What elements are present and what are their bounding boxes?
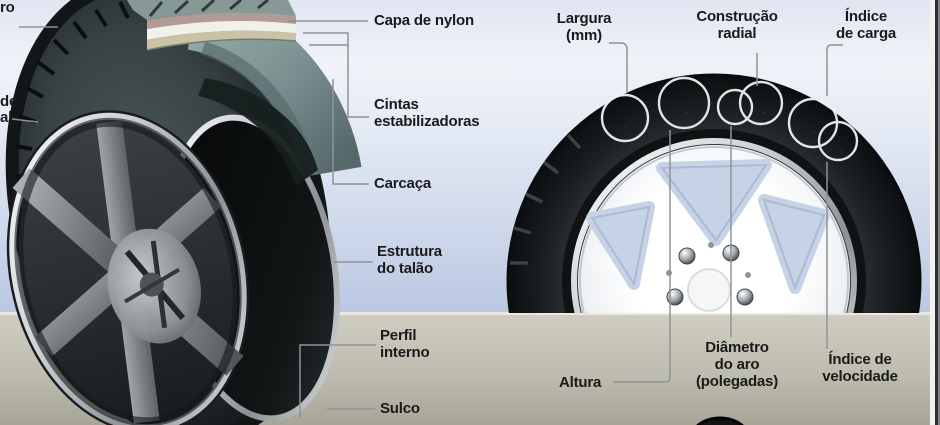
label-perfil-line2: interno — [380, 344, 430, 361]
leader-carcaca — [332, 79, 369, 185]
center-bore — [687, 268, 731, 312]
ring-altura — [657, 76, 711, 130]
under-tread-shadow — [198, 78, 318, 186]
marking-radial: R — [736, 116, 737, 118]
label-largura-line1: Largura — [556, 10, 612, 27]
tread-groove-ticks — [14, 1, 130, 178]
ring-radial — [716, 88, 754, 126]
label-cintas-line2: estabilizadoras — [374, 113, 480, 130]
label-carcaca: Carcaça — [374, 175, 431, 192]
label-construcao-radial: Construção radial — [696, 8, 778, 42]
wheel-gap-shadow — [562, 129, 866, 313]
label-sulco: Sulco — [380, 400, 420, 417]
marking-speed: H — [840, 150, 842, 152]
wheel-chrome-lip — [571, 138, 857, 313]
edge-fragment-mid: de al — [0, 94, 17, 126]
layer-white-belt — [147, 20, 296, 40]
label-largura-line2: (mm) — [566, 27, 602, 44]
ring-aro — [738, 80, 784, 126]
leader-lines — [11, 20, 843, 418]
tread-ticks — [510, 133, 582, 265]
cross-section-layers — [146, 12, 297, 51]
tread-top-surface — [127, 0, 296, 20]
edge-fragment-mid-line2: al — [0, 109, 13, 126]
leader-perfil-interno — [299, 344, 376, 418]
label-estrutura-line1: Estrutura — [377, 243, 442, 260]
label-altura: Altura — [559, 374, 602, 391]
alloy-wheel — [6, 110, 250, 425]
leader-altura — [613, 130, 671, 383]
label-cintas-line1: Cintas — [374, 96, 419, 113]
edge-fragment-mid-line1: de — [0, 93, 18, 110]
band-divider-line — [0, 312, 940, 315]
label-indice-velocidade: Índice de velocidade — [822, 351, 898, 385]
label-indice-velocidade-line1: Índice de — [828, 351, 892, 368]
front-view-tire: 5/ 215 / 55 R — [506, 73, 922, 313]
edge-fragment-top: ro — [0, 0, 15, 16]
ring-velocidade — [817, 120, 859, 162]
annotation-rings — [600, 76, 859, 162]
leader-parede-fragment — [11, 118, 39, 123]
layer-nylon-cap — [147, 12, 296, 29]
leader-cintas — [303, 32, 369, 118]
right-edge-border — [930, 0, 940, 425]
label-construcao-line2: radial — [717, 25, 757, 42]
label-diametro-line2: do aro — [714, 356, 760, 373]
label-diametro-line1: Diâmetro — [705, 339, 769, 356]
marking-load: 85 — [813, 132, 815, 134]
marking-width: 215 — [623, 125, 628, 129]
label-indice-carga-line1: Índice — [844, 8, 888, 25]
label-diametro-line3: (polegadas) — [696, 373, 778, 390]
sidewall-brand-text: 5/ — [523, 268, 525, 270]
label-indice-carga-line2: de carga — [835, 25, 897, 42]
label-estrutura-talao: Estrutura do talão — [377, 243, 442, 277]
wheel-spoke-shading — [590, 163, 826, 291]
marking-rim: 16 — [763, 112, 765, 114]
brake-hub — [107, 228, 201, 344]
label-perfil-interno: Perfil interno — [380, 327, 430, 361]
leader-indice-carga — [826, 44, 843, 96]
label-cintas-estabilizadoras: Cintas estabilizadoras — [374, 96, 480, 130]
label-indice-carga: Índice de carga — [836, 8, 896, 42]
label-estrutura-line2: do talão — [377, 260, 433, 277]
label-indice-velocidade-line2: velocidade — [822, 368, 898, 385]
edge-fragment-top-text: ro — [0, 0, 15, 16]
ring-largura — [600, 93, 650, 143]
marking-aspect: 55 — [685, 112, 689, 115]
layer-steel-belt — [147, 30, 296, 50]
label-diametro-aro: Diâmetro do aro (polegadas) — [696, 339, 778, 390]
label-capa-de-nylon: Capa de nylon — [374, 12, 474, 29]
bottom-tire-peek — [696, 416, 744, 425]
label-construcao-line1: Construção — [696, 8, 778, 25]
label-largura: Largura (mm) — [556, 10, 612, 44]
cutaway-tire — [5, 0, 362, 425]
leader-largura — [609, 42, 628, 92]
label-perfil-line1: Perfil — [380, 327, 417, 344]
